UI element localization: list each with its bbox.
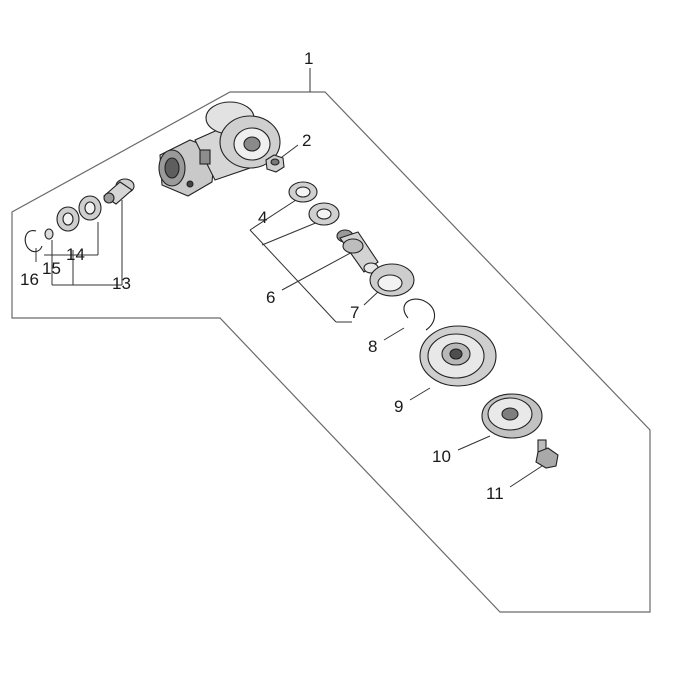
callout-14: 14 <box>66 245 85 264</box>
small-washer <box>44 228 54 240</box>
callout-15: 15 <box>42 259 61 278</box>
bearing-lower <box>308 202 340 226</box>
callout-8: 8 <box>368 337 377 356</box>
callout-16: 16 <box>20 270 39 289</box>
output-shaft <box>336 229 379 274</box>
callout-6: 6 <box>266 288 275 307</box>
assembly-outline <box>11 91 651 613</box>
cup-washer <box>481 393 543 439</box>
shaft-bearing-b <box>56 206 80 232</box>
large-bearing <box>369 263 415 297</box>
callout-10: 10 <box>432 447 451 466</box>
snap-ring <box>24 229 43 253</box>
bolt <box>535 439 559 469</box>
callout-2: 2 <box>302 131 311 150</box>
circlip <box>403 298 436 331</box>
callout-1: 1 <box>304 49 313 68</box>
bearing-upper <box>288 181 318 203</box>
shaft-bearing-a <box>78 195 102 221</box>
nut <box>265 154 285 173</box>
callout-13: 13 <box>112 274 131 293</box>
callout-4: 4 <box>258 208 267 227</box>
gear-head-housing <box>158 101 281 197</box>
callout-9: 9 <box>394 397 403 416</box>
holder-plate <box>419 325 497 387</box>
leader-lines <box>35 68 543 488</box>
input-shaft <box>103 178 135 205</box>
callout-7: 7 <box>350 303 359 322</box>
callout-11: 11 <box>486 484 504 503</box>
